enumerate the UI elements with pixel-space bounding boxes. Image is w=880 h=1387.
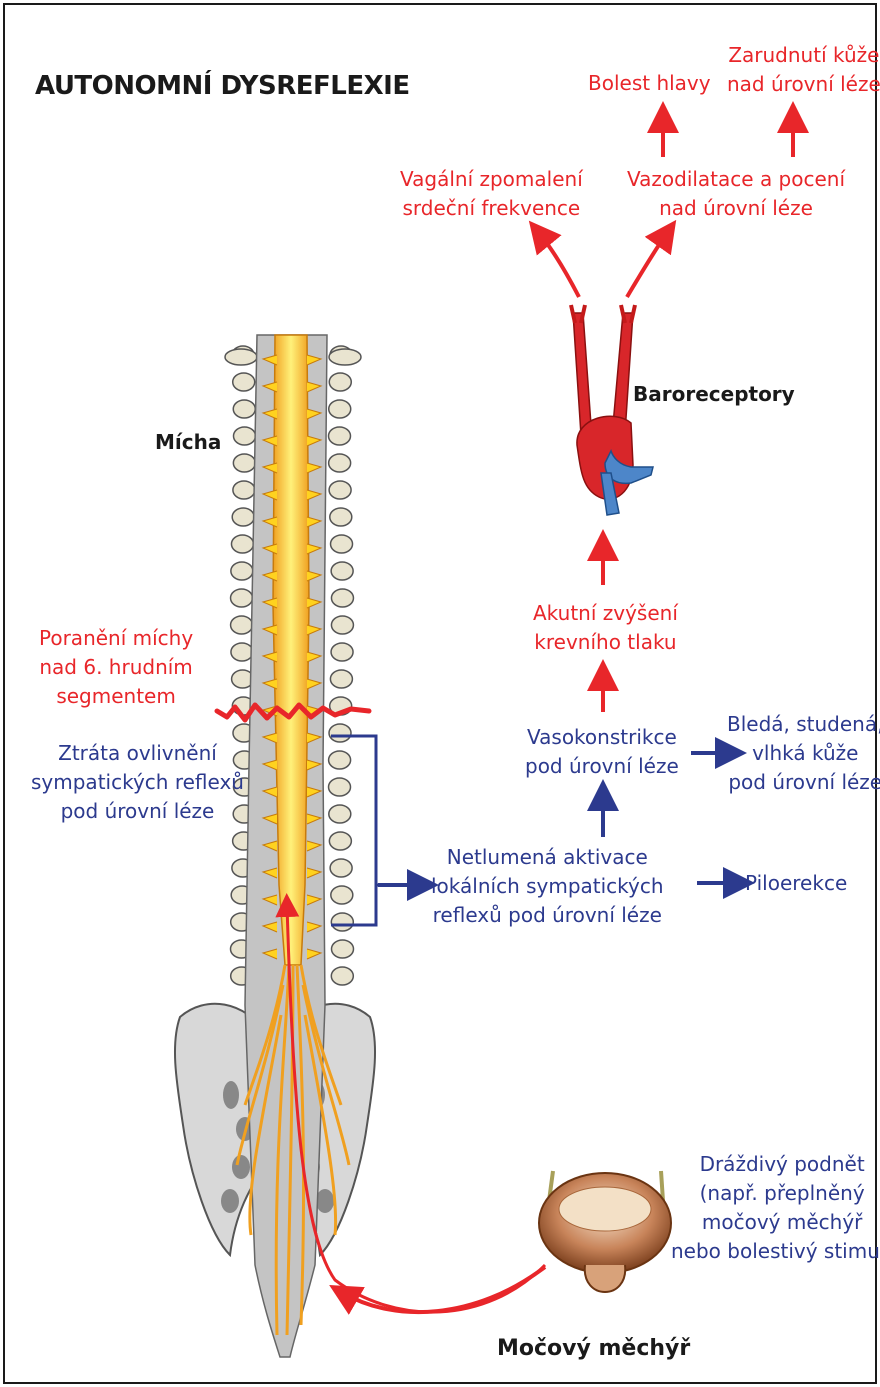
label-baroreceptory: Baroreceptory xyxy=(633,380,795,409)
vertebra-right xyxy=(329,805,351,823)
vertebra-left xyxy=(233,400,255,418)
vertebra-left xyxy=(231,589,253,607)
label-vagalni: Vagální zpomalení srdeční frekvence xyxy=(400,165,583,223)
label-line: vlhká kůže xyxy=(727,739,880,768)
baro-to-vazodilatace-arrow xyxy=(627,233,667,297)
vertebra-left xyxy=(231,616,253,634)
vertebra-right xyxy=(332,940,354,958)
label-zarudnuti: Zarudnutí kůže nad úrovní léze xyxy=(727,41,880,99)
label-line: Bolest hlavy xyxy=(588,69,711,98)
label-line: reflexů pod úrovní léze xyxy=(431,901,664,930)
label-piloerekce: Piloerekce xyxy=(745,869,847,898)
vertebra-right xyxy=(331,535,353,553)
vertebra-right xyxy=(329,724,351,742)
label-line: (např. přeplněný xyxy=(671,1179,880,1208)
vertebra-top-right xyxy=(329,349,361,365)
label-mocovy-mechyr: Močový měchýř xyxy=(497,1334,690,1363)
spinal-cord xyxy=(273,335,309,965)
aortic-arch-illustration xyxy=(571,305,653,515)
vertebra-left xyxy=(233,481,255,499)
bladder-illustration xyxy=(539,1171,671,1292)
diagram-frame: AUTONOMNÍ DYSREFLEXIE Bolest hlavy Zarud… xyxy=(3,3,877,1384)
vertebra-right xyxy=(329,400,351,418)
vertebra-left xyxy=(232,508,254,526)
label-drazdivy: Dráždivý podnět (např. přeplněný močový … xyxy=(671,1150,880,1266)
vertebra-right xyxy=(331,643,353,661)
vertebra-right xyxy=(331,562,353,580)
vertebra-right xyxy=(329,751,351,769)
vertebra-right xyxy=(329,454,351,472)
label-line: nad úrovní léze xyxy=(627,194,845,223)
label-line: Netlumená aktivace xyxy=(431,843,664,872)
vertebra-right xyxy=(331,913,353,931)
label-line: Zarudnutí kůže xyxy=(727,41,880,70)
label-line: Mícha xyxy=(155,428,221,457)
label-bleda: Bledá, studená, vlhká kůže pod úrovní lé… xyxy=(727,710,880,797)
label-vasokonstrikce: Vasokonstrikce pod úrovní léze xyxy=(525,723,679,781)
vertebra-right xyxy=(331,886,353,904)
label-ztrata: Ztráta ovlivnění sympatických reflexů po… xyxy=(31,739,244,826)
label-line: lokálních sympatických xyxy=(431,872,664,901)
label-line: močový měchýř xyxy=(671,1208,880,1237)
vertebra-left xyxy=(233,373,255,391)
vertebra-right xyxy=(329,427,351,445)
vertebra-right xyxy=(329,373,351,391)
label-line: Ztráta ovlivnění xyxy=(31,739,244,768)
label-vazodilatace: Vazodilatace a pocení nad úrovní léze xyxy=(627,165,845,223)
vertebra-left xyxy=(233,454,255,472)
label-line: pod úrovní léze xyxy=(525,752,679,781)
label-line: nad úrovní léze xyxy=(727,70,880,99)
baro-to-vagalni-arrow xyxy=(539,233,579,297)
vertebra-left xyxy=(231,562,253,580)
label-line: Vasokonstrikce xyxy=(525,723,679,752)
label-netlumena: Netlumená aktivace lokálních sympatickýc… xyxy=(431,843,664,930)
vertebra-right xyxy=(329,481,351,499)
label-line: nebo bolestivý stimul) xyxy=(671,1237,880,1266)
vertebra-right xyxy=(330,508,352,526)
label-line: krevního tlaku xyxy=(533,628,678,657)
label-line: sympatických reflexů xyxy=(31,768,244,797)
page-title: AUTONOMNÍ DYSREFLEXIE xyxy=(35,71,410,101)
label-micha: Mícha xyxy=(155,428,221,457)
vertebra-right xyxy=(330,859,352,877)
label-line: pod úrovní léze xyxy=(727,768,880,797)
label-line: nad 6. hrudním xyxy=(39,653,193,682)
vertebra-right xyxy=(331,589,353,607)
label-line: Poranění míchy xyxy=(39,624,193,653)
vertebra-right xyxy=(329,778,351,796)
vertebra-right xyxy=(331,616,353,634)
label-line: pod úrovní léze xyxy=(31,797,244,826)
label-bolest-hlavy: Bolest hlavy xyxy=(588,69,711,98)
label-akutni: Akutní zvýšení krevního tlaku xyxy=(533,599,678,657)
label-line: Vagální zpomalení xyxy=(400,165,583,194)
label-line: Piloerekce xyxy=(745,869,847,898)
label-line: Dráždivý podnět xyxy=(671,1150,880,1179)
vertebra-right xyxy=(330,670,352,688)
label-line: Bledá, studená, xyxy=(727,710,880,739)
label-line: srdeční frekvence xyxy=(400,194,583,223)
vertebra-right xyxy=(329,832,351,850)
label-line: Močový měchýř xyxy=(497,1334,690,1363)
label-line: Vazodilatace a pocení xyxy=(627,165,845,194)
label-line: Baroreceptory xyxy=(633,380,795,409)
vertebra-top-left xyxy=(225,349,257,365)
label-poraneni: Poranění míchy nad 6. hrudním segmentem xyxy=(39,624,193,711)
vertebra-left xyxy=(231,535,253,553)
vertebra-left xyxy=(231,643,253,661)
label-line: segmentem xyxy=(39,682,193,711)
vertebra-right xyxy=(331,967,353,985)
label-line: Akutní zvýšení xyxy=(533,599,678,628)
vertebra-left xyxy=(233,427,255,445)
